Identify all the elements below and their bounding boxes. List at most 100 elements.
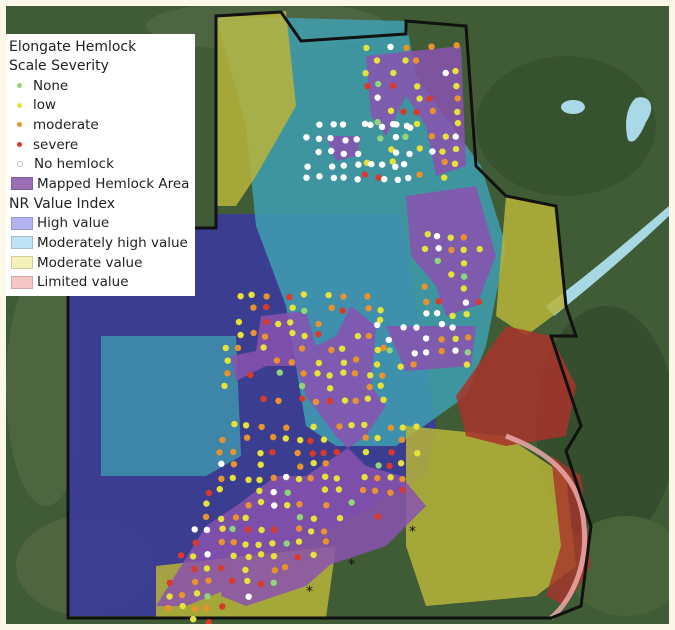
sample-point: [242, 566, 249, 574]
sample-point: [426, 95, 433, 102]
lake: [626, 97, 652, 142]
sample-point: [399, 486, 406, 494]
sample-point: [465, 334, 472, 341]
sample-point: [193, 590, 201, 597]
sample-point: [242, 514, 249, 521]
sample-point: [340, 359, 348, 366]
legend-item-label: Moderate value: [37, 254, 143, 271]
sample-point: [330, 174, 338, 182]
sample-point: [234, 344, 242, 352]
sample-point: [392, 133, 400, 141]
nr-moderate-value: [496, 196, 566, 336]
sample-point: [322, 460, 329, 467]
severity-dot-icon: [17, 122, 22, 128]
sample-point: [315, 359, 323, 367]
sample-point: [410, 361, 417, 368]
sample-point: [400, 324, 407, 331]
sample-point: [190, 616, 197, 623]
severity-points: [164, 42, 483, 624]
sample-point: [422, 335, 430, 342]
sample-point: [374, 346, 381, 354]
sample-point: [205, 577, 212, 584]
sample-point: [454, 108, 461, 116]
sample-point: [385, 336, 392, 344]
svg-text:*: *: [409, 524, 416, 540]
sample-point: [189, 553, 197, 560]
legend-item-severity: low: [9, 96, 195, 116]
sample-point: [218, 538, 225, 546]
sample-point: [452, 145, 460, 153]
sample-point: [388, 146, 395, 153]
sample-point: [261, 333, 269, 340]
sample-point: [435, 298, 442, 305]
sample-point: [367, 372, 374, 379]
legend-item-severity: No hemlock: [9, 154, 195, 174]
sample-point: [287, 319, 294, 326]
legend-item-nr-class: Moderately high value: [9, 233, 195, 253]
sample-point: [452, 347, 459, 354]
sample-point: [237, 331, 244, 339]
nr-limited-value-edge: [505, 433, 588, 620]
sample-point: [428, 43, 435, 50]
sample-point: [414, 450, 421, 457]
sample-point: [453, 42, 460, 49]
sample-point: [389, 158, 396, 165]
sample-point: [300, 291, 307, 298]
sample-point: [340, 293, 347, 300]
sample-point: [462, 299, 470, 306]
sample-point: [295, 475, 303, 483]
sample-point: [364, 395, 371, 402]
sample-point: [365, 332, 373, 340]
sample-point: [454, 95, 461, 102]
sample-point: [276, 369, 283, 376]
study-area-boundary: [66, 10, 593, 620]
sample-point: [405, 174, 412, 182]
sample-point: [283, 540, 290, 547]
sample-point: [235, 318, 243, 326]
sample-point: [304, 163, 311, 170]
sample-point: [341, 397, 349, 404]
sample-point: [203, 500, 210, 507]
sample-point: [441, 174, 448, 181]
nr-class-swatch: [11, 256, 33, 270]
sample-point: [203, 604, 210, 612]
sample-point: [164, 604, 172, 612]
sample-point: [301, 307, 308, 315]
sample-point: [298, 345, 306, 352]
sample-point: [323, 502, 330, 509]
sample-point: [453, 82, 460, 90]
sample-point: [257, 461, 264, 468]
sample-point: [270, 474, 277, 481]
sample-point: [202, 513, 210, 520]
sample-point: [315, 331, 322, 338]
sample-point: [275, 320, 282, 328]
severity-dot-icon: [17, 161, 23, 168]
sample-point: [230, 552, 237, 559]
sample-point: [367, 121, 374, 128]
sample-point: [205, 489, 213, 497]
sample-point: [336, 423, 343, 430]
legend-item-label: severe: [33, 136, 79, 153]
sample-point: [307, 528, 315, 535]
sample-point: [460, 246, 467, 253]
map-canvas[interactable]: * * *: [6, 6, 669, 624]
sample-point: [393, 121, 400, 128]
sample-point: [230, 448, 237, 456]
sample-point: [434, 257, 441, 265]
legend-item-label: moderate: [33, 116, 99, 133]
sample-point: [463, 361, 471, 368]
sample-point: [400, 108, 407, 115]
sample-point: [412, 57, 420, 64]
sample-point: [377, 382, 384, 389]
legend-item-label: No hemlock: [34, 156, 114, 173]
sample-point: [402, 57, 409, 64]
sample-point: [359, 486, 367, 494]
sample-point: [166, 579, 173, 586]
sample-point: [353, 136, 360, 143]
sample-point: [338, 345, 346, 352]
sample-point: [232, 514, 240, 521]
sample-point: [191, 565, 198, 573]
sample-point: [300, 370, 307, 377]
sample-point: [309, 450, 316, 457]
